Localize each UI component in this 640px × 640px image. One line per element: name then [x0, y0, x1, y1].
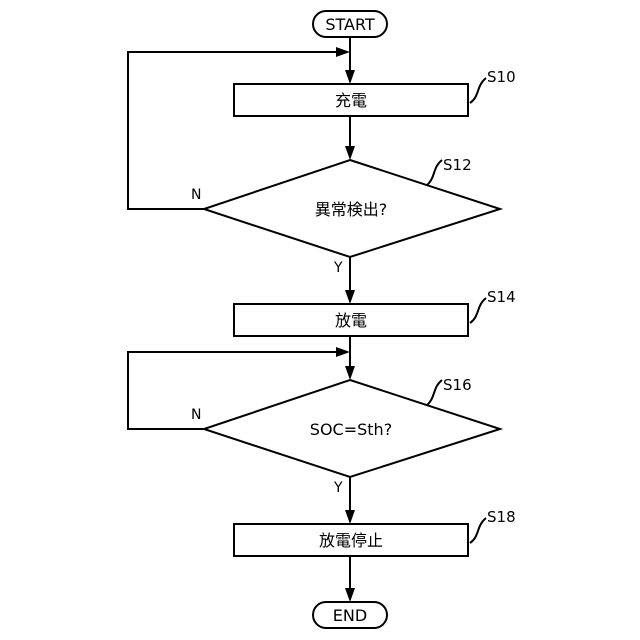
s16-leader [426, 380, 442, 406]
arrowhead [345, 290, 355, 304]
step-s10-text: 充電 [335, 91, 367, 110]
step-s14-id: S14 [487, 288, 516, 306]
step-s10-box: 充電 [234, 84, 468, 116]
arrowhead [336, 47, 350, 57]
start-terminal: START [313, 11, 387, 37]
s16-no-label: N [191, 407, 201, 423]
arrowhead [345, 588, 355, 602]
step-s18-box: 放電停止 [234, 524, 468, 556]
step-s16-decision: SOC=Sth? [204, 380, 500, 477]
arrowhead [345, 70, 355, 84]
s12-leader [426, 160, 442, 186]
s16-yes-label: Y [333, 480, 343, 496]
arrowhead [345, 366, 355, 380]
s14-leader [470, 298, 486, 323]
arrowhead [336, 347, 350, 357]
step-s16-id: S16 [443, 376, 472, 394]
step-s12-id: S12 [443, 156, 472, 174]
arrowhead [345, 510, 355, 524]
step-s12-text: 異常検出? [315, 200, 388, 219]
end-label: END [333, 606, 367, 625]
step-s18-id: S18 [487, 508, 516, 526]
s10-leader [470, 78, 486, 103]
s18-leader [470, 518, 486, 543]
start-label: START [325, 15, 375, 34]
step-s10-id: S10 [487, 68, 516, 86]
s12-no-label: N [191, 187, 201, 203]
arrowhead [345, 146, 355, 160]
s12-yes-label: Y [333, 260, 343, 276]
step-s12-decision: 異常検出? [204, 160, 500, 257]
step-s18-text: 放電停止 [319, 531, 383, 550]
step-s14-text: 放電 [335, 311, 367, 330]
step-s16-text: SOC=Sth? [310, 420, 392, 439]
end-terminal: END [313, 602, 387, 628]
step-s14-box: 放電 [234, 304, 468, 336]
